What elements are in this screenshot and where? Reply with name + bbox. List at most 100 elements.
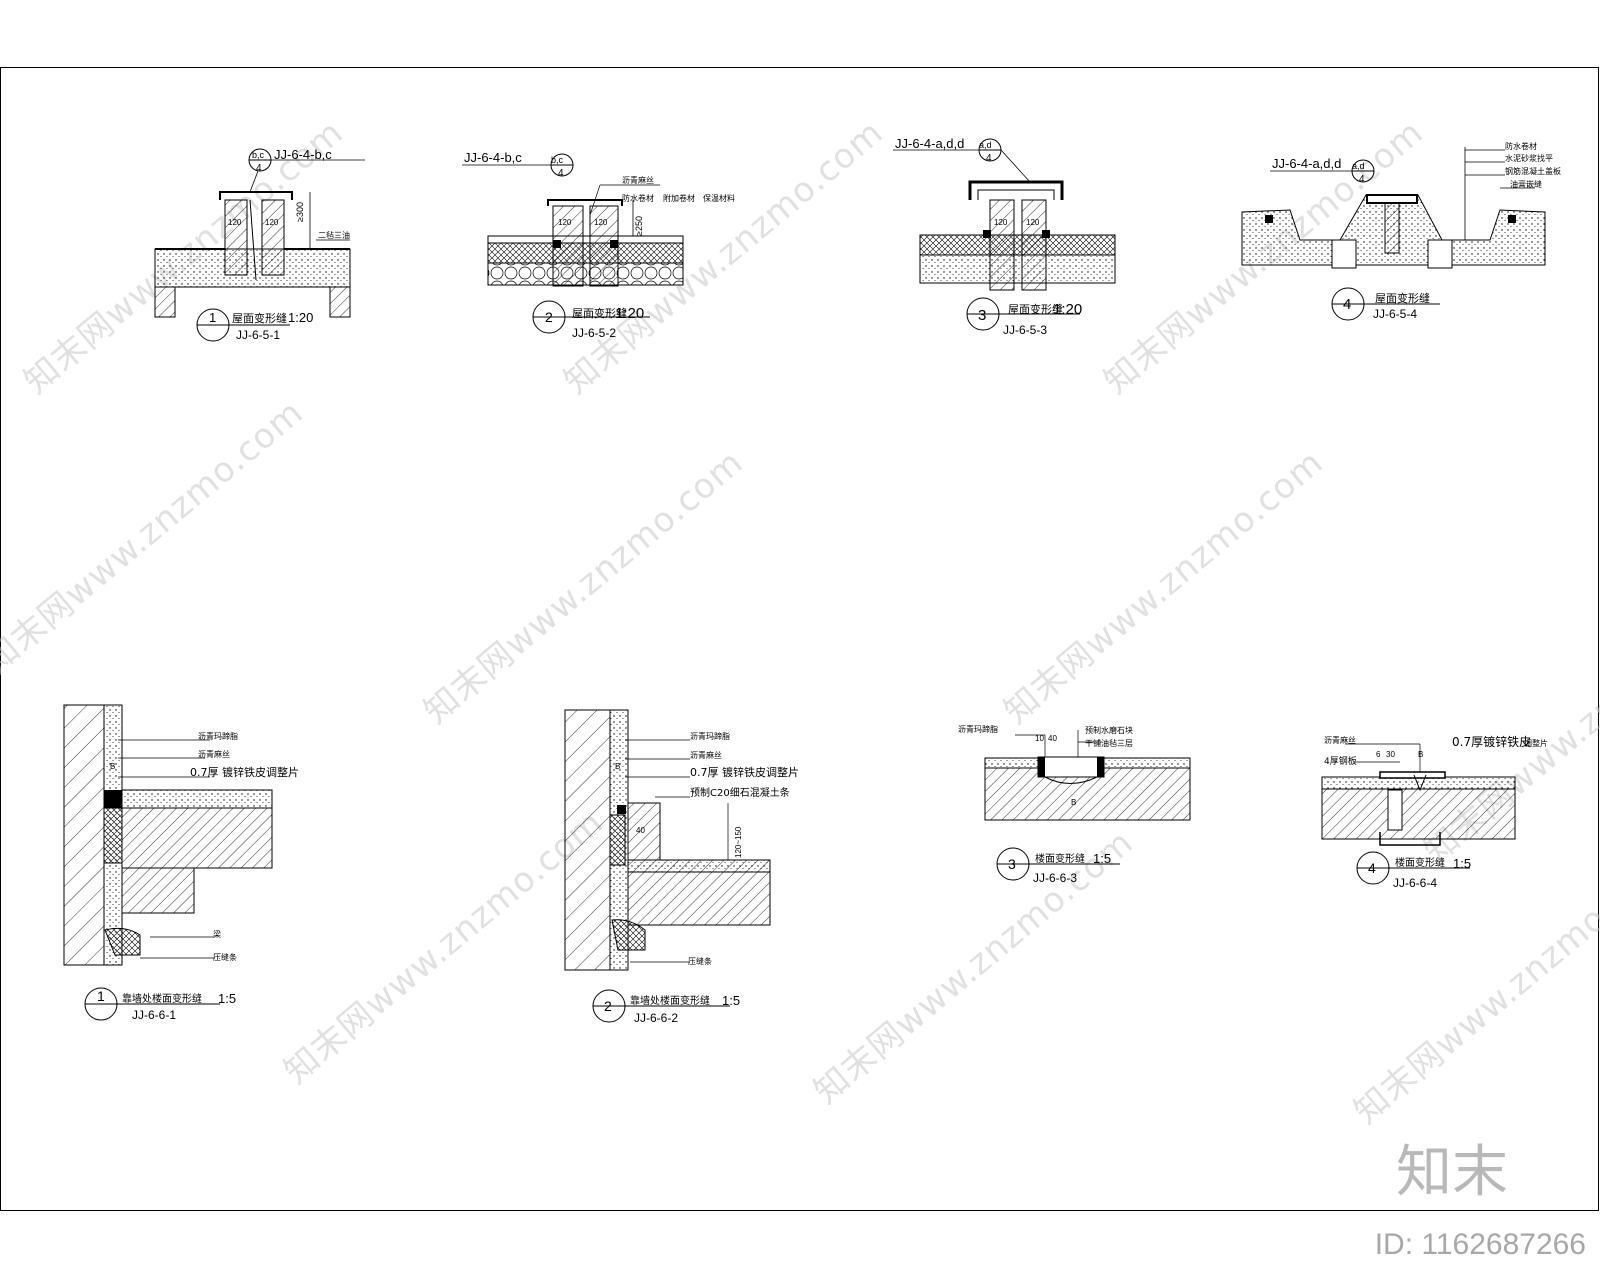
ref-code: JJ-6-4-a,d,d [895, 136, 964, 151]
dim-label: 10 [1035, 734, 1044, 743]
detail-floor-4: 沥青麻丝 0.7厚镀锌铁皮 调整片 4厚钢板 6 30 B 4 楼面变形缝 1:… [1321, 735, 1548, 890]
detail-code: JJ-6-6-3 [1033, 871, 1077, 885]
brand-logo: 知末 [1396, 1140, 1508, 1205]
note-label: 4厚钢板 [1324, 755, 1357, 767]
ref-top: b,c [551, 155, 564, 165]
ref-top: b,c [252, 150, 265, 160]
note-label: 油膏嵌缝 [1510, 179, 1542, 189]
dim-label: 120 [228, 218, 242, 227]
dim-label: B [615, 762, 620, 771]
ref-code: JJ-6-4-a,d,d [1272, 156, 1341, 171]
dim-label: 120 [594, 218, 608, 227]
detail-scale: 1:5 [218, 991, 236, 1006]
ref-bottom: 4 [558, 168, 564, 179]
detail-code: JJ-6-5-3 [1003, 323, 1047, 337]
detail-code: JJ-6-5-4 [1373, 307, 1417, 321]
dim-label: ≥300 [295, 202, 305, 222]
detail-code: JJ-6-5-2 [572, 326, 616, 340]
note-label: 附加卷材 [663, 193, 695, 203]
note-label: 调整片 [1524, 738, 1548, 748]
dim-label: B [1071, 798, 1076, 807]
detail-number: 1 [97, 988, 105, 1004]
note-label: 沥青玛蹄脂 [690, 731, 730, 741]
dim-label: 120~150 [734, 826, 743, 858]
detail-scale: 1:20 [615, 305, 644, 322]
detail-number: 2 [545, 309, 553, 325]
ref-code: JJ-6-4-b,c [464, 150, 522, 165]
detail-title: 靠墙处楼面变形缝 [122, 992, 202, 1005]
note-label: 沥青玛蹄脂 [198, 731, 238, 741]
dim-label: ≥250 [634, 216, 644, 236]
drawing-frame [0, 67, 1599, 1211]
detail-roof-3: 120 120 a,d 4 JJ-6-4-a,d,d 3 屋面变形缝 1:20 … [893, 136, 1116, 337]
dim-label: 120 [1026, 218, 1040, 227]
note-label: 水泥砂浆找平 [1505, 153, 1553, 163]
detail-title: 屋面变形缝 [1375, 291, 1430, 305]
detail-floor-3: 沥青玛蹄脂 预制水磨石块 干铺油毡三层 10 40 B 3 楼面变形缝 1:5 … [958, 724, 1191, 885]
detail-floor-1: 沥青玛蹄脂 沥青麻丝 0.7厚 镀锌铁皮调整片 梁 压缝条 B 1 靠墙处楼面变… [63, 704, 299, 1022]
note-label: 干铺油毡三层 [1085, 738, 1133, 748]
ref-top: a,d [1352, 161, 1365, 171]
note-label: 梁 [213, 930, 221, 939]
detail-title: 靠墙处楼面变形缝 [630, 994, 710, 1007]
detail-title: 楼面变形缝 [1035, 852, 1085, 865]
detail-title: 屋面变形缝 [1008, 302, 1063, 316]
dim-label: 120 [265, 218, 279, 227]
note-label: 保温材料 [703, 193, 735, 203]
dim-label: 40 [1048, 734, 1057, 743]
note-label: 预制C20细石混凝土条 [690, 786, 790, 799]
dim-label: B [110, 762, 115, 771]
dim-label: 6 [1376, 750, 1381, 759]
note-label: 预制水磨石块 [1085, 725, 1133, 735]
ref-bottom: 4 [1359, 174, 1365, 185]
detail-number: 4 [1368, 860, 1376, 876]
detail-code: JJ-6-5-1 [236, 328, 280, 342]
note-label: 二毡三油 [318, 230, 350, 240]
detail-code: JJ-6-6-2 [634, 1011, 678, 1025]
note-label: 沥青麻丝 [198, 749, 230, 759]
detail-number: 1 [209, 310, 216, 325]
detail-roof-4: 防水卷材 水泥砂浆找平 钢筋混凝土盖板 油膏嵌缝 a,d 4 JJ-6-4-a,… [1241, 141, 1561, 321]
detail-code: JJ-6-6-4 [1393, 876, 1437, 890]
dim-label: 30 [1386, 750, 1395, 759]
note-label: 沥青麻丝 [622, 175, 654, 185]
note-label: 钢筋混凝土盖板 [1505, 166, 1561, 176]
detail-roof-2: ≥250 120 120 沥青麻丝 防水卷材 附加卷材 保温材料 b,c 4 J… [462, 150, 735, 340]
detail-number: 3 [1008, 856, 1016, 872]
detail-scale: 1:5 [722, 993, 740, 1008]
note-label: 防水卷材 [1505, 141, 1537, 151]
detail-number: 4 [1343, 296, 1351, 313]
detail-title: 楼面变形缝 [1395, 856, 1445, 869]
detail-scale: 1:20 [1053, 301, 1082, 318]
note-label: 沥青麻丝 [690, 750, 722, 760]
note-label: 防水卷材 [622, 193, 654, 203]
ref-top: a,d [979, 140, 992, 150]
ref-code: JJ-6-4-b,c [274, 147, 332, 162]
detail-scale: 1:5 [1453, 856, 1471, 871]
note-label: 0.7厚 镀锌铁皮调整片 [690, 765, 799, 779]
dim-label: 120 [558, 218, 572, 227]
dim-label: 120 [994, 218, 1008, 227]
ref-bottom: 4 [256, 163, 262, 174]
note-label: 0.7厚 镀锌铁皮调整片 [190, 765, 299, 779]
note-label: 沥青玛蹄脂 [958, 724, 998, 734]
detail-title: 屋面变形缝 [572, 306, 627, 320]
note-label: 0.7厚镀锌铁皮 [1452, 735, 1531, 749]
note-label: 压缝条 [688, 956, 712, 966]
dim-label: B [1418, 750, 1423, 759]
note-label: 压缝条 [213, 952, 237, 962]
id-label: ID: 1162687266 [1374, 1228, 1586, 1261]
detail-number: 3 [978, 307, 986, 324]
detail-scale: 1:5 [1093, 851, 1111, 866]
detail-scale: 1:20 [288, 310, 313, 325]
detail-code: JJ-6-6-1 [132, 1008, 176, 1022]
ref-bottom: 4 [986, 153, 992, 164]
detail-title: 屋面变形缝 [232, 311, 287, 325]
detail-number: 2 [604, 998, 612, 1014]
note-label: 沥青麻丝 [1324, 735, 1356, 745]
detail-floor-2: 沥青玛蹄脂 沥青麻丝 0.7厚 镀锌铁皮调整片 预制C20细石混凝土条 压缝条 … [564, 709, 799, 1025]
detail-roof-1: ≥300 120 120 二毡三油 b,c 4 JJ-6-4-b,c 1 屋面变… [154, 147, 365, 342]
dim-label: 40 [636, 826, 645, 835]
